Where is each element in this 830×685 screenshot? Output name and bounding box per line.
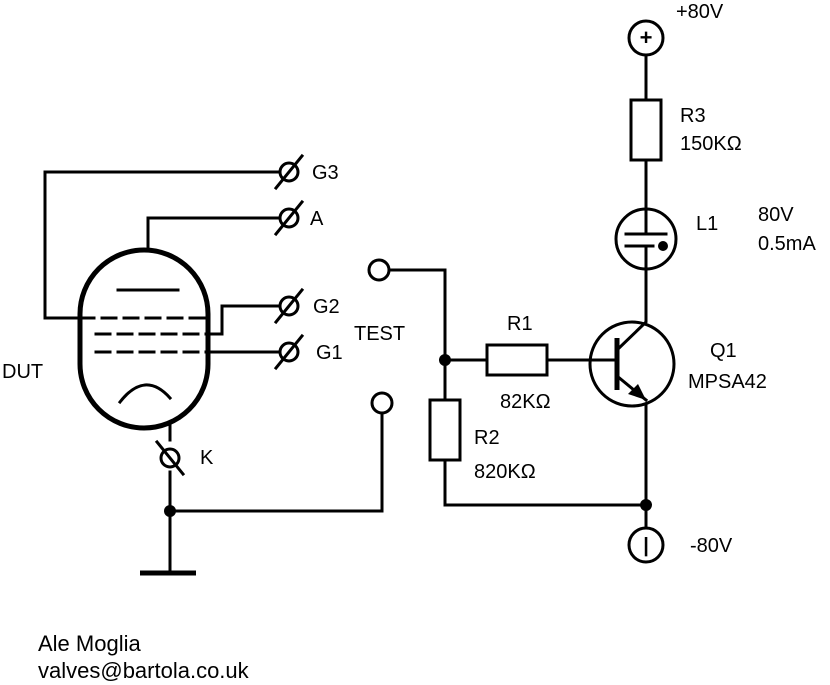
- resistor-r3: R3 150KΩ: [629, 98, 742, 162]
- negative-supply-symbol: |: [643, 535, 649, 557]
- terminal-g3: G3: [273, 153, 339, 191]
- neon-lamp-l1: L1 80V 0.5mA: [614, 204, 816, 272]
- terminal-g2-label: G2: [313, 296, 340, 318]
- r3-value: 150KΩ: [680, 133, 742, 155]
- author-email: valves@bartola.co.uk: [38, 658, 249, 683]
- terminal-g3-label: G3: [312, 162, 339, 184]
- q1-part: MPSA42: [688, 371, 767, 393]
- test-switch: TEST: [354, 258, 405, 415]
- r2-name: R2: [474, 427, 500, 449]
- r1-name: R1: [507, 313, 533, 335]
- junction-dot: [640, 499, 652, 511]
- l1-name: L1: [696, 213, 718, 235]
- terminal-anode: A: [273, 199, 324, 237]
- dut-valve: DUT: [2, 247, 211, 431]
- terminal-g1: G1: [273, 333, 343, 371]
- junctions: [164, 354, 652, 517]
- transistor-q1: Q1 MPSA42: [588, 310, 767, 408]
- q1-name: Q1: [710, 340, 737, 362]
- terminal-cathode-label: K: [200, 447, 214, 469]
- negative-supply-label: -80V: [690, 535, 733, 557]
- wires: [43, 53, 648, 574]
- l1-current: 0.5mA: [758, 233, 816, 255]
- positive-supply: + +80V: [627, 1, 724, 57]
- positive-supply-label: +80V: [676, 1, 724, 23]
- resistor-r1: R1 82KΩ: [485, 313, 551, 413]
- positive-supply-symbol: +: [640, 25, 653, 50]
- terminal-anode-label: A: [310, 208, 324, 230]
- resistor-r2: R2 820KΩ: [428, 398, 536, 483]
- r1-value: 82KΩ: [500, 391, 551, 413]
- terminal-cathode: K: [154, 439, 214, 477]
- dut-label: DUT: [2, 361, 43, 383]
- terminal-g1-label: G1: [316, 342, 343, 364]
- junction-dot: [164, 505, 176, 517]
- r2-value: 820KΩ: [474, 461, 536, 483]
- r3-name: R3: [680, 105, 706, 127]
- terminal-g2: G2: [273, 287, 340, 325]
- test-switch-label: TEST: [354, 323, 405, 345]
- l1-voltage: 80V: [758, 204, 794, 226]
- author-name: Ale Moglia: [38, 631, 141, 656]
- negative-supply: | -80V: [627, 526, 733, 564]
- junction-dot: [439, 354, 451, 366]
